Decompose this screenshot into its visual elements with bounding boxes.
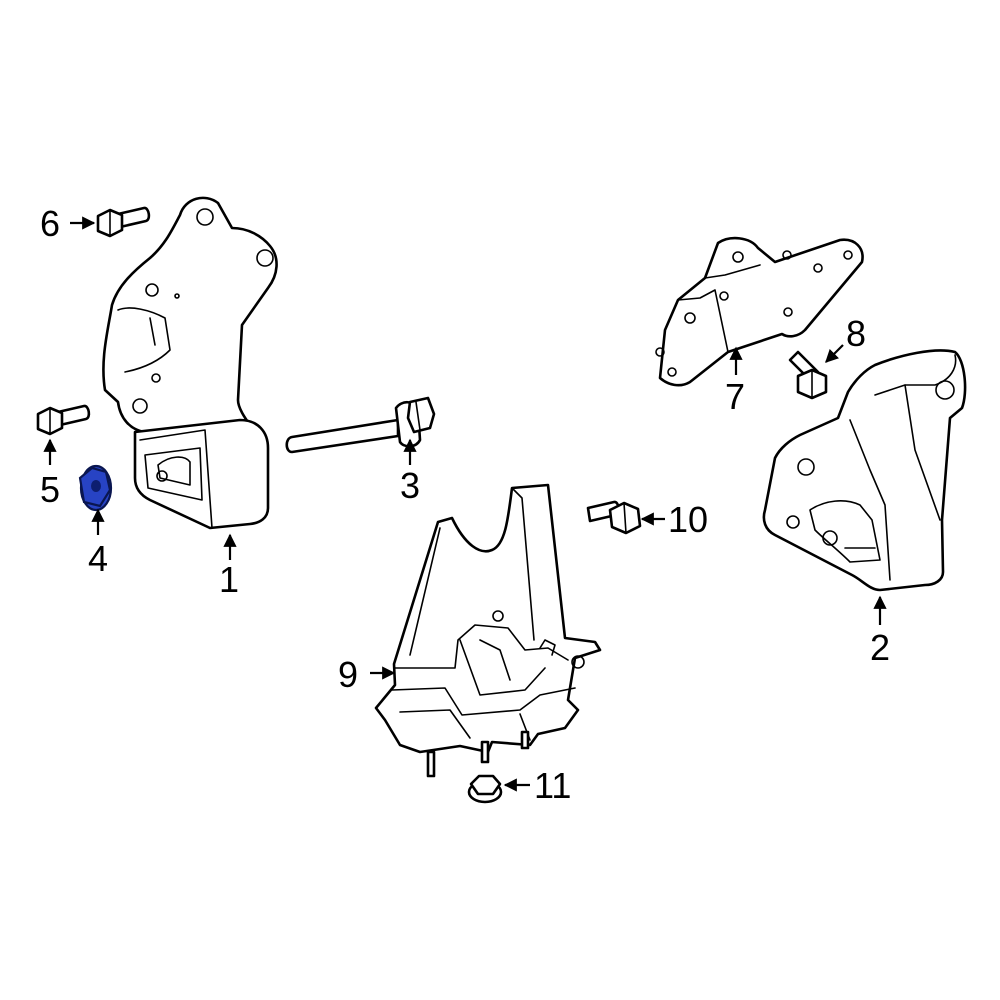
part-5-bolt[interactable] [36,404,91,436]
callout-8: 8 [846,313,866,354]
callout-7: 7 [725,376,745,417]
callout-9: 9 [338,654,358,695]
callout-10: 10 [668,499,708,540]
part-1-engine-mount-bracket[interactable] [102,196,278,530]
callout-leaders [43,216,887,792]
callout-3: 3 [400,465,420,506]
part-9-mount-assembly[interactable] [374,483,602,778]
part-7-bracket-plate[interactable] [655,236,864,387]
part-6-bolt[interactable] [96,206,151,238]
callout-6: 6 [40,203,60,244]
callout-2: 2 [870,627,890,668]
part-11-nut[interactable] [467,774,503,804]
callout-5: 5 [40,469,60,510]
callout-labels: 1 2 3 4 5 6 7 8 9 10 11 [40,203,890,806]
part-4-nut[interactable] [78,464,113,512]
part-8-bolt[interactable] [788,350,828,400]
callout-1: 1 [219,559,239,600]
part-10-bolt[interactable] [586,500,642,535]
part-2-transmission-mount[interactable] [762,349,967,592]
part-3-through-bolt[interactable] [285,396,436,454]
callout-4: 4 [88,538,108,579]
leader-8 [825,344,844,363]
callout-11: 11 [534,765,571,806]
